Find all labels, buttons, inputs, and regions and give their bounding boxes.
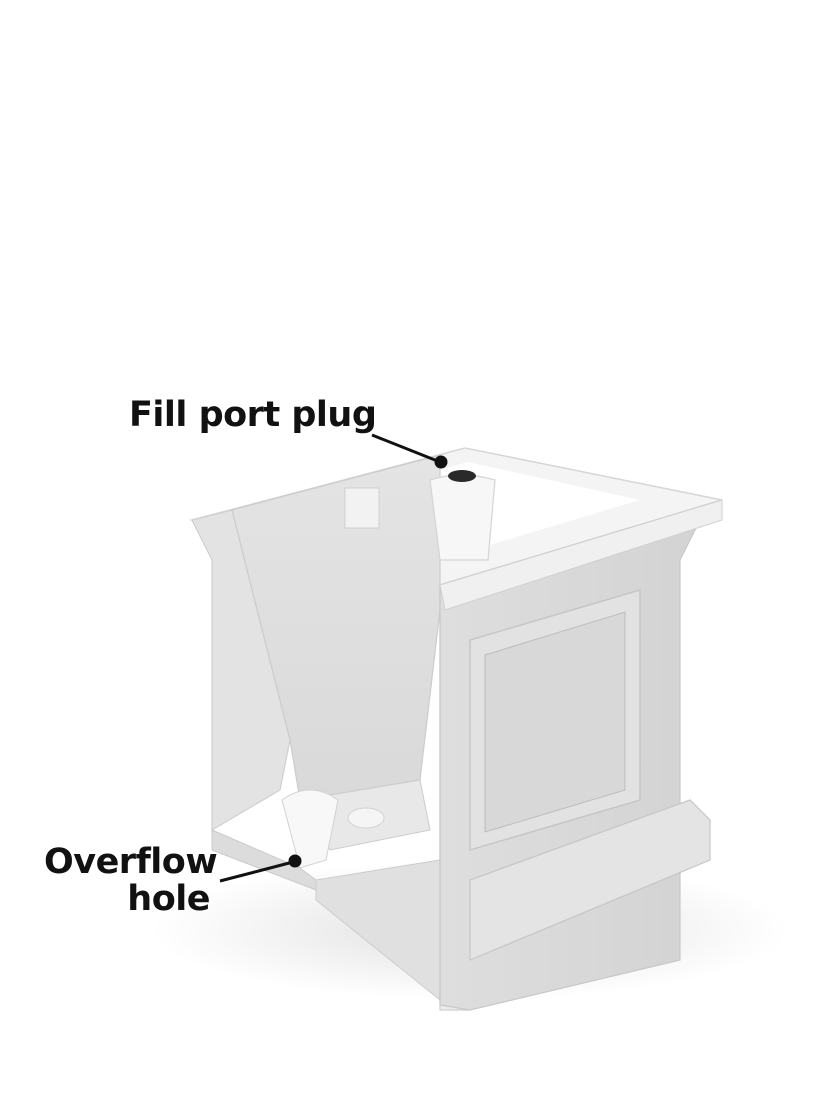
raised-panel-inner	[484, 611, 626, 833]
wall-notch	[344, 487, 380, 529]
fill-port-plug-label: Fill port plug	[129, 395, 377, 435]
bottom-boss	[347, 807, 385, 829]
overflow-funnel	[281, 789, 339, 869]
fill-port-plug-cap	[448, 470, 476, 482]
fill-port-callout-line	[371, 433, 441, 464]
overflow-hole-label: Overflow hole	[44, 842, 218, 919]
overflow-hole-label-line1: Overflow	[44, 842, 218, 882]
fill-port-callout-dot	[434, 455, 448, 469]
overflow-callout-line	[219, 860, 294, 883]
cap-front	[439, 499, 723, 611]
overflow-callout-dot	[288, 854, 302, 868]
base-molding	[469, 799, 711, 961]
fill-port-tube	[429, 474, 496, 561]
overflow-hole-label-line2: hole	[127, 878, 210, 919]
